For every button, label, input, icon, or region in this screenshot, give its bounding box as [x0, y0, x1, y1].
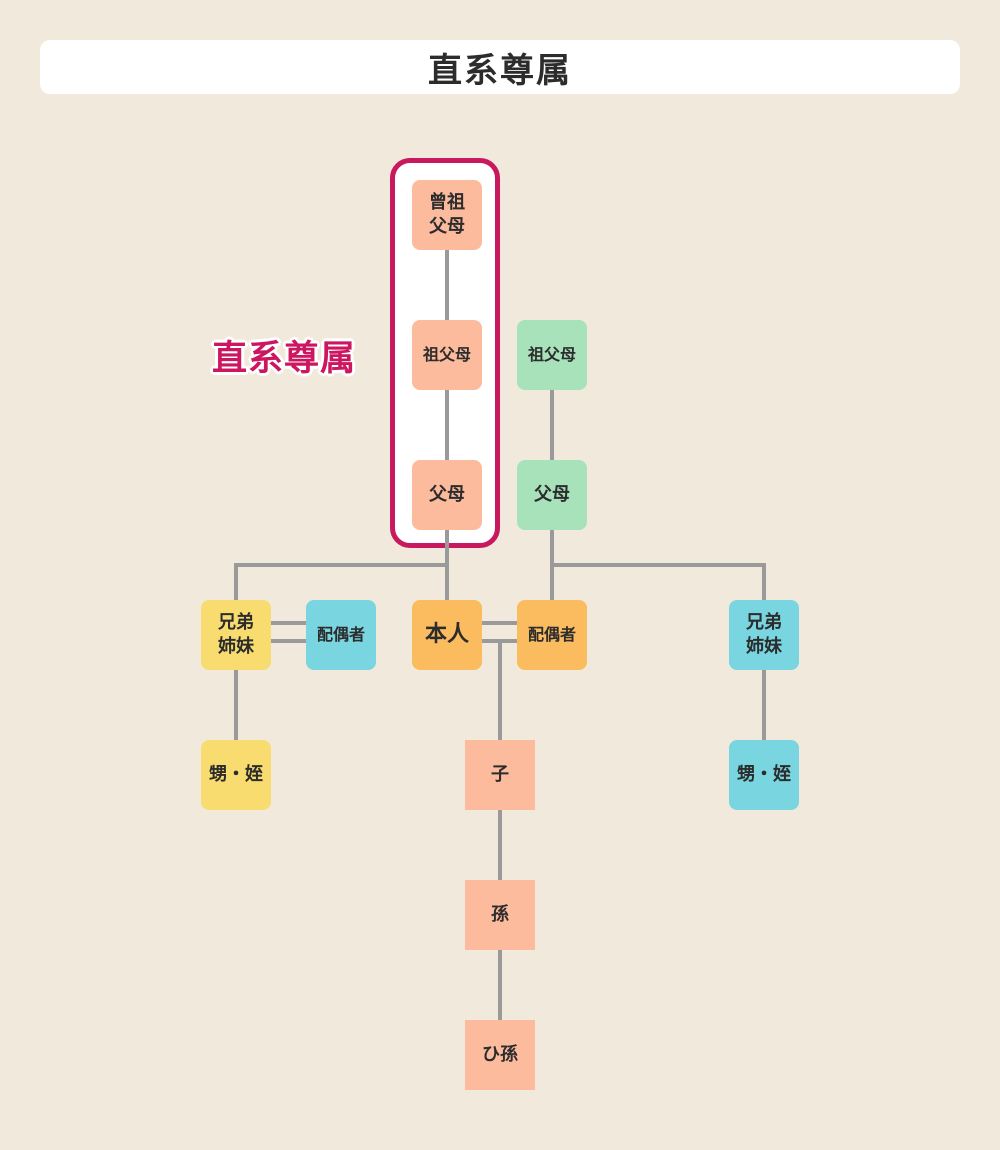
- node-great-grandparents: 曾祖 父母: [412, 180, 482, 250]
- node-parents-right: 父母: [517, 460, 587, 530]
- line-sibling-right: [552, 563, 766, 600]
- page-title: 直系尊属: [428, 50, 572, 91]
- node-nephew-niece-right: 甥・姪: [729, 740, 799, 810]
- node-nephew-niece-left: 甥・姪: [201, 740, 271, 810]
- direct-ascendants-label: 直系尊属: [212, 339, 357, 379]
- node-siblings-right: 兄弟 姉妹: [729, 600, 799, 670]
- title-bar: 直系尊属: [40, 40, 960, 94]
- node-child: 子: [465, 740, 535, 810]
- node-spouse: 配偶者: [517, 600, 587, 670]
- node-grandparents-right: 祖父母: [517, 320, 587, 390]
- node-great-grandchild: ひ孫: [465, 1020, 535, 1090]
- node-grandchild: 孫: [465, 880, 535, 950]
- node-siblings-spouse: 配偶者: [306, 600, 376, 670]
- line-sibling-left: [234, 563, 447, 600]
- node-grandparents-left: 祖父母: [412, 320, 482, 390]
- node-siblings-left: 兄弟 姉妹: [201, 600, 271, 670]
- node-self: 本人: [412, 600, 482, 670]
- node-parents-left: 父母: [412, 460, 482, 530]
